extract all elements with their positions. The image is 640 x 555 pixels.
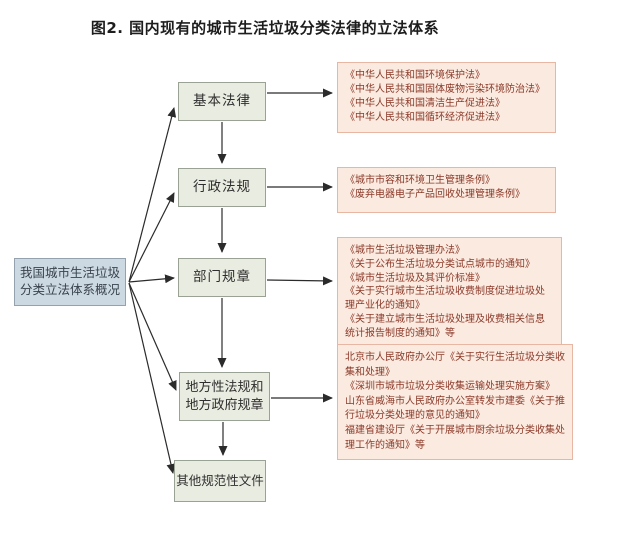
law-item: 《中华人民共和国环境保护法》 [345,70,485,81]
figure-title: 图2. 国内现有的城市生活垃圾分类法律的立法体系 [90,19,440,37]
level-box-administrative-regulations: 行政法规 [178,168,266,207]
law-list-administrative-regulations: 《城市市容和环境卫生管理条例》 《废弃电器电子产品回收处理管理条例》 [337,167,556,213]
root-box-legislation-overview: 我国城市生活垃圾分类立法体系概况 [14,258,126,306]
level-box-basic-laws: 基本法律 [178,82,266,121]
level-box-other-normative-documents: 其他规范性文件 [174,460,266,502]
law-item: 《中华人民共和国清洁生产促进法》 [345,98,505,109]
law-item: 《城市生活垃圾管理办法》 [345,245,465,256]
law-item: 福建省建设厅《关于开展城市厨余垃圾分类收集处理工作的通知》等 [345,424,565,451]
law-item: 《废弃电器电子产品回收处理管理条例》 [345,189,525,200]
law-item: 《关于公布生活垃圾分类试点城市的通知》 [345,258,535,270]
level-box-departmental-rules: 部门规章 [178,258,266,297]
law-list-basic-laws: 《中华人民共和国环境保护法》 《中华人民共和国固体废物污染环境防治法》 《中华人… [337,62,556,133]
law-item: 山东省威海市人民政府办公室转发市建委《关于推行垃圾分类处理的意见的通知》 [345,395,565,422]
law-item: 《关于实行城市生活垃圾收费制度促进垃圾处理产业化的通知》 [345,286,545,312]
law-item: 《关于建立城市生活垃圾处理及收费相关信息统计报告制度的通知》等 [345,313,545,339]
law-item: 《中华人民共和国循环经济促进法》 [345,112,505,123]
law-item: 《深圳市城市垃圾分类收集运输处理实施方案》 [345,381,555,393]
law-item: 北京市人民政府办公厅《关于实行生活垃圾分类收集和处理》 [345,352,565,378]
law-item: 《城市市容和环境卫生管理条例》 [345,175,495,186]
law-item: 《中华人民共和国固体废物污染环境防治法》 [345,84,545,95]
law-item: 《城市生活垃圾及其评价标准》 [345,272,485,284]
law-list-departmental-rules: 《城市生活垃圾管理办法》 《关于公布生活垃圾分类试点城市的通知》 《城市生活垃圾… [337,237,562,348]
law-list-local-regulations: 北京市人民政府办公厅《关于实行生活垃圾分类收集和处理》 《深圳市城市垃圾分类收集… [337,344,573,461]
level-box-local-regulations: 地方性法规和地方政府规章 [179,372,270,421]
